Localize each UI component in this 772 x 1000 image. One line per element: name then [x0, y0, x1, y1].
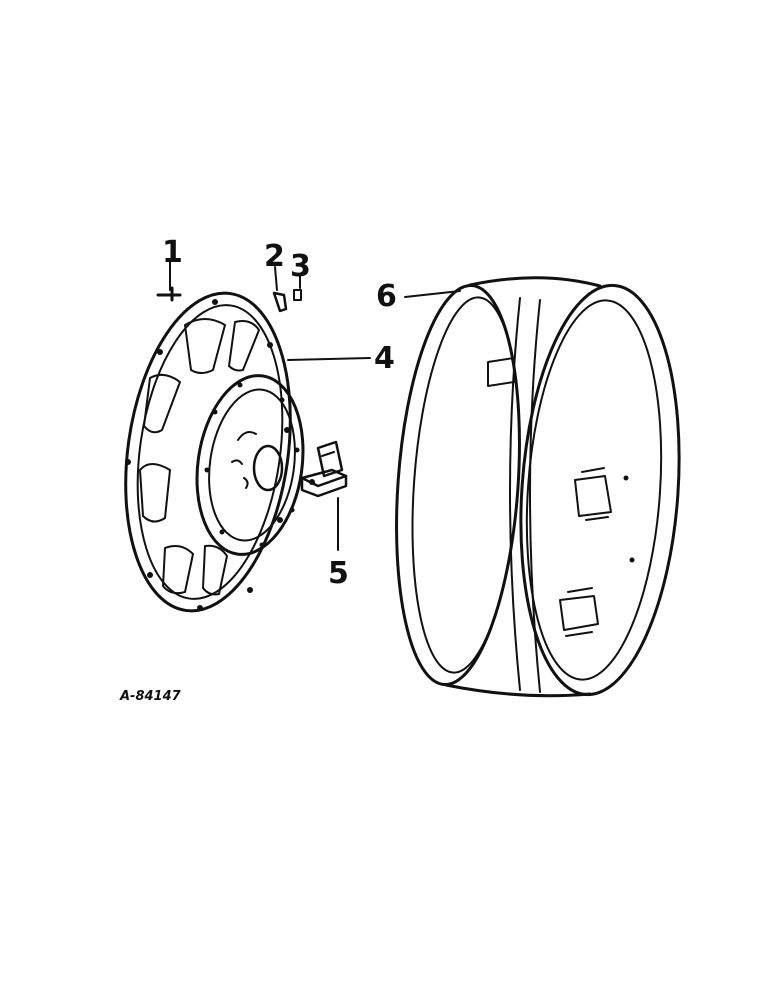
rim-lugs — [559, 467, 635, 637]
spoke-windows — [139, 318, 260, 596]
clamp-part — [300, 440, 348, 498]
clip-part — [272, 291, 288, 313]
nut-part — [293, 289, 302, 301]
rim-bolt-holes — [125, 299, 290, 611]
leader-lines — [169, 261, 461, 551]
callout-3: 3 — [290, 249, 311, 284]
wheel-center-disc — [124, 291, 305, 613]
callout-5: 5 — [328, 556, 349, 591]
callout-1: 1 — [162, 235, 183, 270]
callout-4: 4 — [374, 341, 395, 376]
callout-6: 6 — [376, 279, 397, 314]
hub-bolt-holes — [204, 382, 300, 548]
bolt-part — [156, 286, 182, 302]
callout-2: 2 — [264, 239, 285, 274]
figure-reference: A-84147 — [119, 689, 182, 704]
wheel-rim — [395, 276, 681, 698]
